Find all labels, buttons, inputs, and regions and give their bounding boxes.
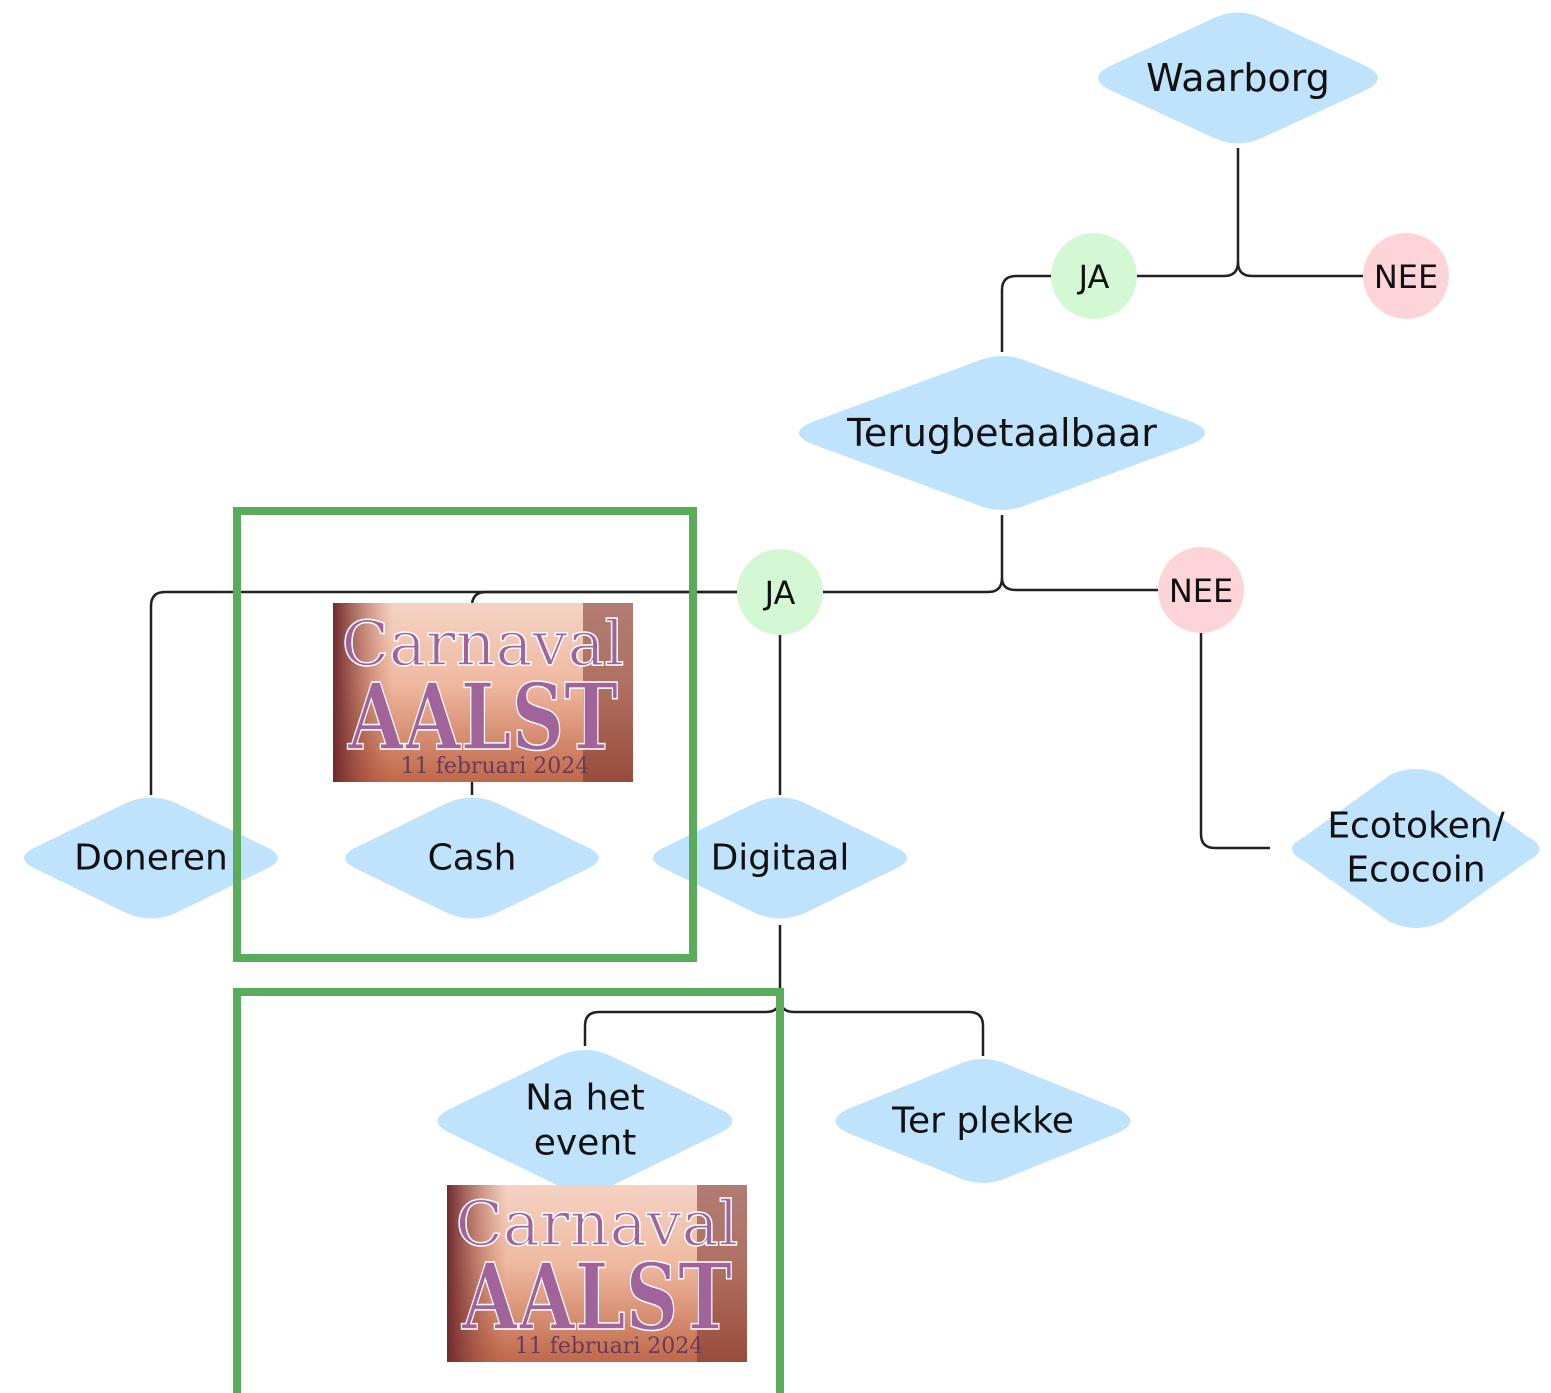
decision-shape [1098, 12, 1378, 144]
poster-city: AALST [347, 663, 618, 771]
no-label: NEE [1374, 258, 1438, 296]
poster-date: 11 februari 2024 [515, 1334, 704, 1359]
decision-shape [835, 1059, 1131, 1183]
connector-digitaal-ter-plekke [778, 997, 985, 1056]
decision-ter-plekke: Ter plekke [835, 1059, 1131, 1183]
poster-city: AALST [461, 1243, 732, 1351]
connector-terugbetaalbaar-ja [822, 515, 1004, 594]
decision-label: Waarborg [1146, 56, 1330, 100]
connector-ja-terugbetaalbaar [1000, 274, 1052, 352]
highlight-box-cash [233, 507, 697, 962]
decision-label-line-1: Na het [525, 1078, 645, 1119]
poster-right-facade [583, 603, 633, 782]
decision-shape [799, 356, 1205, 510]
decision-label: Ter plekke [891, 1101, 1074, 1142]
decision-shape [653, 797, 907, 919]
decision-digitaal: Digitaal [653, 797, 907, 919]
yes-label: JA [763, 574, 796, 612]
no-circle [1363, 233, 1449, 319]
yes-circle [737, 549, 823, 635]
decision-doneren: Doneren [24, 797, 278, 919]
poster-left-facade [447, 1185, 507, 1362]
highlight-box-na-het-event [233, 988, 784, 1393]
decision-label: Terugbetaalbaar [846, 411, 1157, 455]
connector-waarborg-nee [1236, 261, 1364, 278]
connector-terugbetaalbaar-nee [1000, 577, 1158, 592]
connector-waarborg-ja [1136, 148, 1240, 278]
poster-title: Carnaval [342, 607, 625, 680]
answer-no: NEE [1363, 233, 1449, 319]
no-circle [1158, 547, 1244, 633]
decision-label: Cash [428, 838, 517, 879]
yes-label: JA [1077, 258, 1110, 296]
decision-label-line-2: event [534, 1123, 637, 1164]
decision-shape [437, 1050, 733, 1192]
answer-no: NEE [1158, 547, 1244, 633]
answer-yes: JA [737, 549, 823, 635]
decision-shape [24, 797, 278, 919]
connector-digitaal-na-het-event [583, 925, 782, 1046]
decision-na-het-event: Na het event [437, 1050, 733, 1192]
connector-ja-doneren [149, 590, 738, 795]
no-label: NEE [1169, 572, 1233, 610]
decision-label: Digitaal [711, 838, 850, 879]
decision-label-line-1: Ecotoken/ [1327, 806, 1505, 847]
carnaval-aalst-poster: Carnaval AALST 11 februari 2024 [333, 603, 633, 782]
decision-label-line-2: Ecocoin [1346, 850, 1485, 891]
poster-title: Carnaval [456, 1187, 739, 1260]
answer-yes: JA [1051, 233, 1137, 319]
decision-label: Doneren [74, 838, 228, 879]
decision-shape [345, 797, 599, 919]
decision-ecotoken: Ecotoken/ Ecocoin [1292, 769, 1540, 928]
poster-date: 11 februari 2024 [401, 754, 590, 779]
decision-terugbetaalbaar: Terugbetaalbaar [799, 356, 1205, 510]
decision-cash: Cash [345, 797, 599, 919]
poster-left-facade [333, 603, 393, 782]
carnaval-aalst-poster: Carnaval AALST 11 februari 2024 [447, 1185, 747, 1362]
connector-nee-ecotoken [1199, 631, 1270, 850]
poster-right-facade [697, 1185, 747, 1362]
yes-circle [1051, 233, 1137, 319]
decision-waarborg: Waarborg [1098, 12, 1378, 144]
decision-shape [1292, 769, 1540, 928]
